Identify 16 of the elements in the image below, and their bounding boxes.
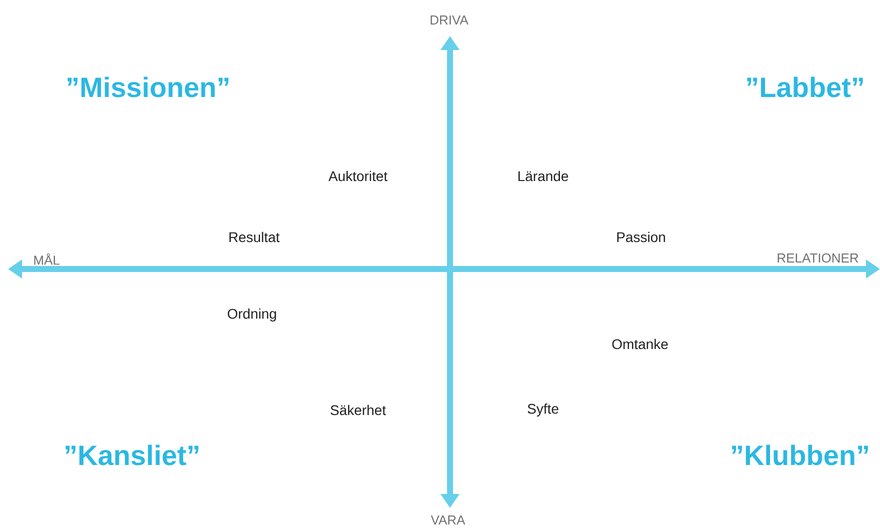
quadrant-title: ”Labbet” (747, 76, 863, 98)
value-word: Auktoritet (328, 170, 388, 182)
axis-label: VARA (430, 516, 466, 524)
value-word: Ordning (228, 308, 276, 322)
value-word: Omtanke (612, 338, 668, 350)
value-word: Passion (617, 232, 665, 242)
axis-label: DRIVA (430, 16, 468, 24)
value-word: Säkerhet (330, 404, 386, 416)
axis-label: MÅL (34, 253, 60, 265)
axis-label: RELATIONER (778, 253, 858, 263)
quadrant-title: ”Kansliet” (66, 444, 198, 466)
quadrant-title: ”Missionen” (68, 76, 228, 98)
value-word: Syfte (528, 404, 558, 417)
quadrant-title: ”Klubben” (732, 444, 868, 466)
value-word: Lärande (518, 170, 568, 182)
value-word: Resultat (229, 232, 280, 242)
